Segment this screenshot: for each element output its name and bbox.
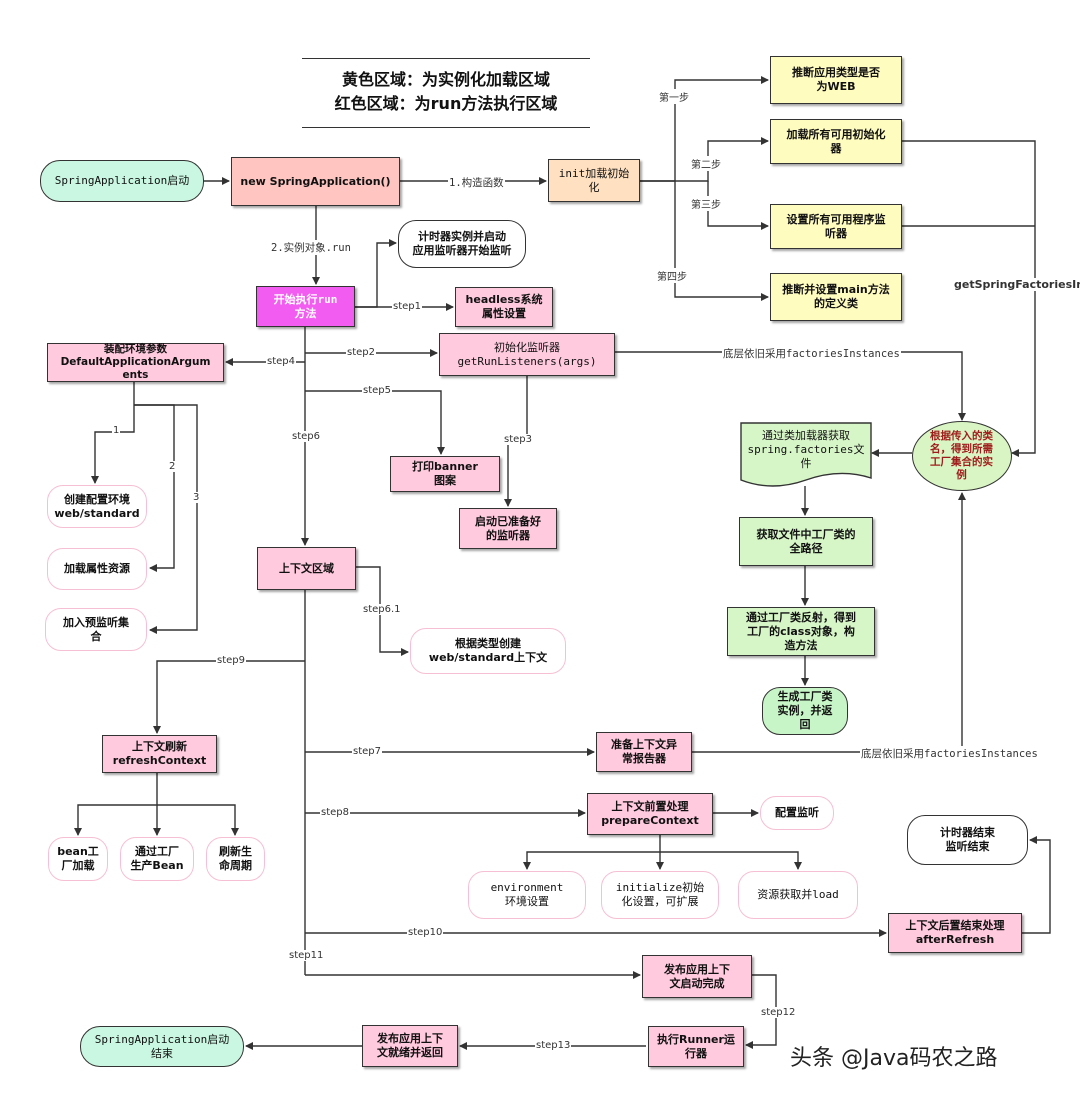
- label-n3: 3: [192, 492, 201, 503]
- node-classloader-get[interactable]: 通过类加载器获取 spring.factories文 件: [740, 422, 872, 487]
- node-init-load[interactable]: init加载初始 化: [548, 159, 640, 202]
- node-bean-factory-load[interactable]: bean工 厂加载: [48, 837, 108, 881]
- node-refresh-context[interactable]: 上下文刷新 refreshContext: [102, 735, 217, 773]
- label-instance-run: 2.实例对象.run: [270, 240, 352, 255]
- edge-yellow-getinst: [902, 140, 1036, 457]
- edge-underlying1: [615, 351, 966, 421]
- node-run-start[interactable]: 开始执行run 方法: [256, 286, 355, 327]
- label-underlying2: 底层依旧采用factoriesInstances: [860, 746, 1039, 761]
- title-line1: 黄色区域：为实例化加载区域: [341, 70, 550, 89]
- edge-env-2: [134, 404, 175, 572]
- node-context-area[interactable]: 上下文区域: [257, 547, 356, 590]
- label-step11: step11: [288, 950, 325, 961]
- edge-step5: [305, 390, 445, 455]
- node-initialize-setting[interactable]: initialize初始 化设置，可扩展: [601, 871, 719, 919]
- node-create-env[interactable]: 创建配置环境 web/standard: [47, 485, 147, 528]
- label-step2: step2: [346, 347, 376, 358]
- label-step12: step12: [760, 1007, 797, 1018]
- title-line2: 红色区域：为run方法执行区域: [334, 94, 558, 113]
- node-headless[interactable]: headless系统 属性设置: [455, 287, 553, 327]
- node-env-args[interactable]: 装配环境参数 DefaultApplicationArgum ents: [47, 343, 224, 382]
- label-step9: step9: [216, 655, 246, 666]
- node-timer-end[interactable]: 计时器结束 监听结束: [907, 815, 1028, 865]
- node-start-listeners[interactable]: 启动已准备好 的监听器: [459, 508, 557, 549]
- edge-init-step4: [674, 181, 769, 301]
- edge-env-3: [134, 404, 198, 634]
- node-publish-started[interactable]: 发布应用上下 文启动完成: [642, 955, 752, 998]
- label-underlying1: 底层依旧采用factoriesInstances: [722, 346, 901, 361]
- edge-prepare-right: [660, 851, 802, 870]
- node-spring-end[interactable]: SpringApplication启动 结束: [80, 1026, 244, 1067]
- edge-after-timer: [1022, 836, 1051, 934]
- node-spring-start[interactable]: SpringApplication启动: [40, 160, 204, 202]
- node-load-initializers[interactable]: 加载所有可用初始化 器: [770, 119, 902, 164]
- node-run-runners[interactable]: 执行Runner运 行器: [648, 1026, 744, 1067]
- edge-refresh-right: [157, 804, 239, 836]
- label-step7: step7: [352, 746, 382, 757]
- node-init-listeners[interactable]: 初始化监听器 getRunListeners(args): [439, 333, 615, 376]
- node-config-listen[interactable]: 配置监听: [760, 796, 834, 830]
- node-publish-ready[interactable]: 发布应用上下 文就绪并返回: [362, 1025, 458, 1067]
- node-create-context[interactable]: 根据类型创建 web/standard上下文: [410, 628, 566, 674]
- label-step6: step6: [291, 431, 321, 442]
- label-step-4th: 第四步: [656, 268, 688, 283]
- node-prepare-context[interactable]: 上下文前置处理 prepareContext: [587, 793, 713, 835]
- document-shape: [740, 422, 872, 487]
- node-add-listeners[interactable]: 加入预监听集 合: [45, 608, 147, 651]
- label-step-3rd: 第三步: [690, 196, 722, 211]
- label-step13: step13: [535, 1040, 572, 1051]
- label-step3: step3: [503, 434, 533, 445]
- label-n1: 1: [112, 425, 121, 436]
- node-get-factory-path[interactable]: 获取文件中工厂类的 全路径: [739, 517, 873, 566]
- label-step-1st: 第一步: [658, 89, 690, 104]
- node-print-banner[interactable]: 打印banner 图案: [390, 456, 500, 492]
- node-classloader-text: 通过类加载器获取 spring.factories文 件: [747, 429, 865, 470]
- node-new-app[interactable]: new SpringApplication(): [231, 157, 400, 206]
- node-deduce-web[interactable]: 推断应用类型是否 为WEB: [770, 56, 902, 104]
- label-n2: 2: [168, 461, 177, 472]
- edge-step9: [153, 660, 305, 734]
- label-step10: step10: [407, 927, 444, 938]
- edge-run-timer: [355, 239, 397, 308]
- edge-prepare-branches: [523, 835, 661, 870]
- label-step6-1: step6.1: [362, 604, 402, 615]
- node-after-refresh[interactable]: 上下文后置结束处理 afterRefresh: [888, 913, 1022, 953]
- node-gen-factory-instance[interactable]: 生成工厂类 实例，并返 回: [762, 687, 848, 735]
- watermark: 头条 @Java码农之路: [790, 1046, 998, 1071]
- node-factory-produce[interactable]: 通过工厂 生产Bean: [120, 837, 194, 881]
- node-refresh-lifecycle[interactable]: 刷新生 命周期: [206, 837, 265, 881]
- diagram-title: 黄色区域：为实例化加载区域 红色区域：为run方法执行区域: [302, 58, 590, 128]
- edge-refresh-branch: [74, 773, 158, 836]
- label-step4: step4: [266, 356, 296, 367]
- node-set-listeners[interactable]: 设置所有可用程序监 听器: [770, 204, 902, 249]
- label-get-instances: getSpringFactoriesIns: [953, 278, 1080, 291]
- node-get-factory-set-text: 根据传入的类 名，得到所需 工厂集合的实 例: [930, 429, 993, 481]
- node-get-factory-set[interactable]: 根据传入的类 名，得到所需 工厂集合的实 例: [912, 421, 1012, 491]
- label-step8: step8: [320, 807, 350, 818]
- label-construct: 1.构造函数: [448, 175, 505, 190]
- label-step-2nd: 第二步: [690, 156, 722, 171]
- label-step5: step5: [362, 385, 392, 396]
- node-env-setting[interactable]: environment 环境设置: [468, 871, 586, 919]
- node-exception-reporter[interactable]: 准备上下文异 常报告器: [596, 732, 692, 772]
- node-timer-start[interactable]: 计时器实例并启动 应用监听器开始监听: [398, 220, 526, 268]
- node-load-props[interactable]: 加载属性资源: [47, 548, 147, 590]
- node-resource-load[interactable]: 资源获取并load: [738, 871, 858, 919]
- node-reflect-factory[interactable]: 通过工厂类反射，得到 工厂的class对象，构 造方法: [727, 607, 875, 656]
- node-deduce-main[interactable]: 推断并设置main方法 的定义类: [770, 273, 902, 321]
- label-step1: step1: [392, 301, 422, 312]
